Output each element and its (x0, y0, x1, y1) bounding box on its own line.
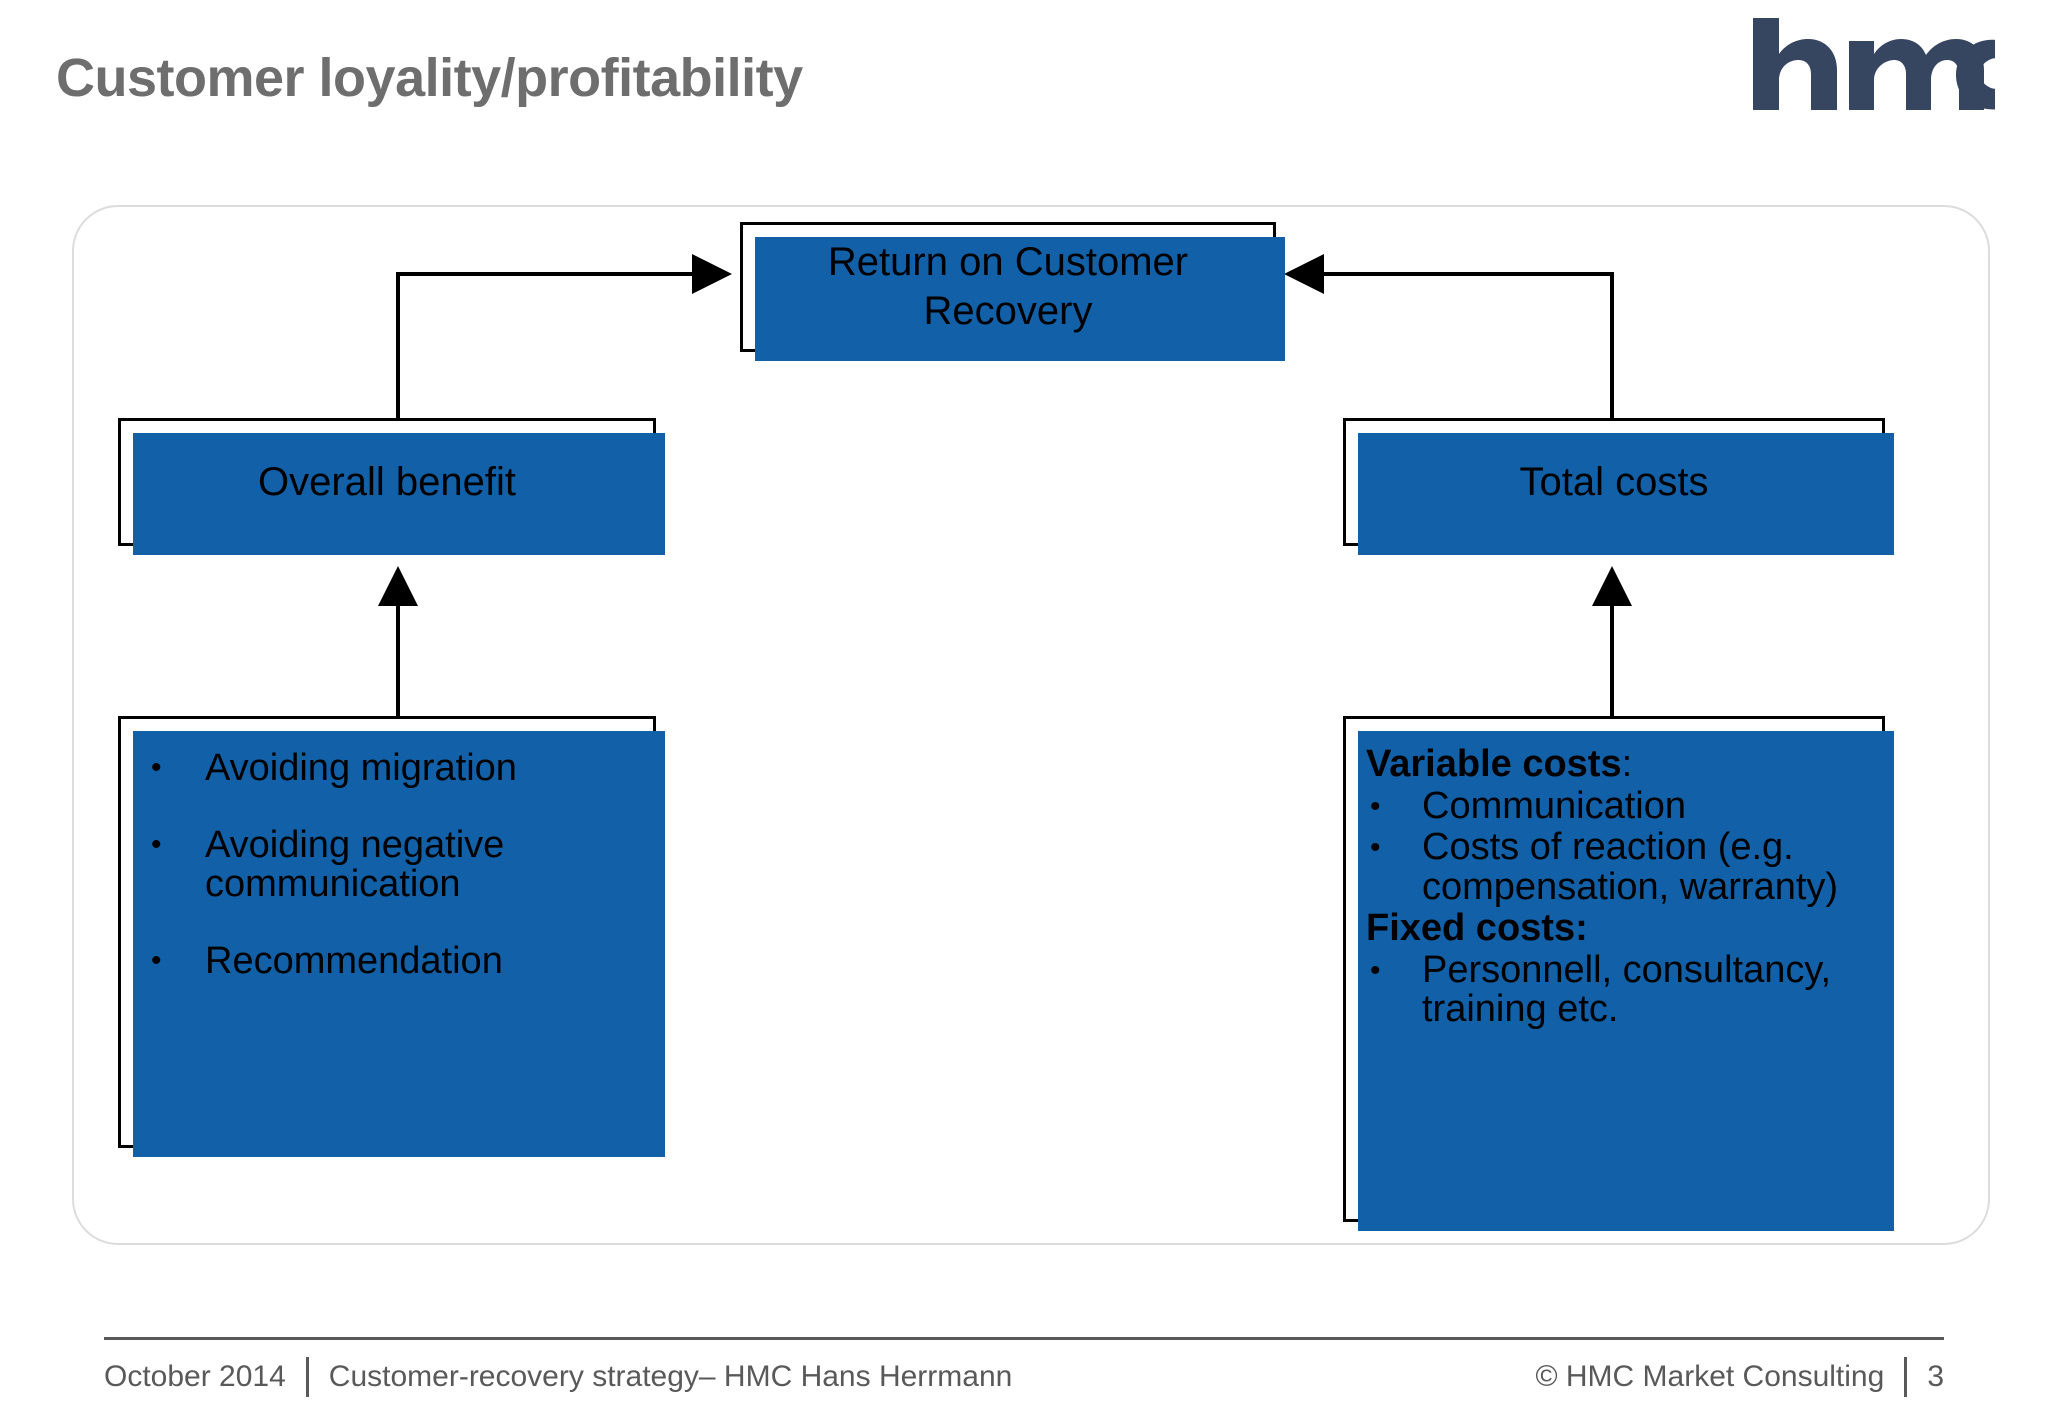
costs-group-heading-suffix: : (1621, 743, 1633, 785)
node-overall-benefit-label: Overall benefit (258, 459, 516, 504)
costs-group-heading-bold: Fixed costs: (1366, 907, 1588, 950)
footer-right: © HMC Market Consulting 3 (1535, 1357, 1944, 1397)
list-item: • Avoiding migration (143, 747, 631, 789)
bullet-icon: • (1370, 831, 1381, 865)
bullet-icon: • (151, 751, 162, 784)
list-item: • Personnell, consultancy, training etc. (1366, 948, 1864, 1031)
node-return-on-customer-recovery[interactable]: Return on Customer Recovery (740, 222, 1285, 361)
list-item-label: Avoiding migration (205, 747, 517, 789)
list-item-label: Recommendation (205, 940, 503, 983)
footer-date: October 2014 (104, 1360, 286, 1393)
node-costs-details[interactable]: Variable costs: • Communication • Costs … (1343, 716, 1894, 1231)
list-item-label: Avoiding negative communication (205, 824, 505, 906)
node-benefit-details[interactable]: • Avoiding migration • Avoiding negative… (118, 716, 665, 1157)
content-frame (72, 205, 1990, 1245)
footer-separator (305, 1357, 309, 1397)
hmc-logo (1745, 18, 1995, 110)
list-item: • Communication (1366, 784, 1864, 827)
node-return-label: Return on Customer Recovery (827, 240, 1189, 333)
footer-separator (1904, 1357, 1908, 1397)
node-total-costs-label: Total costs (1519, 459, 1709, 504)
list-item: • Costs of reaction (e.g. compensation, … (1366, 826, 1864, 908)
bullet-icon: • (1370, 953, 1381, 987)
costs-group-heading: Variable costs: (1366, 743, 1864, 785)
page-number: 3 (1927, 1360, 1944, 1393)
footer-subject: Customer-recovery strategy– HMC Hans Her… (328, 1360, 1013, 1393)
bullet-icon: • (151, 828, 162, 862)
bullet-icon: • (1370, 789, 1381, 823)
list-item: • Recommendation (143, 942, 631, 981)
bullet-icon: • (151, 944, 162, 978)
costs-group-heading-bold: Variable costs (1366, 743, 1622, 785)
list-item-label: Personnell, consultancy, training etc. (1422, 948, 1832, 1031)
node-overall-benefit[interactable]: Overall benefit (118, 418, 665, 555)
page-title: Customer loyality/profitability (56, 48, 803, 108)
costs-group-heading: Fixed costs: (1366, 907, 1864, 950)
list-item: • Avoiding negative communication (143, 824, 631, 906)
footer-divider (104, 1337, 1944, 1340)
footer: October 2014 Customer-recovery strategy–… (104, 1348, 1944, 1406)
costs-list: Variable costs: • Communication • Costs … (1346, 719, 1882, 1030)
node-total-costs[interactable]: Total costs (1343, 418, 1894, 555)
footer-left: October 2014 Customer-recovery strategy–… (104, 1357, 1012, 1397)
benefit-bullet-list: • Avoiding migration • Avoiding negative… (121, 719, 653, 982)
list-item-label: Costs of reaction (e.g. compensation, wa… (1422, 826, 1839, 908)
footer-copyright: © HMC Market Consulting (1535, 1360, 1885, 1393)
list-item-label: Communication (1422, 784, 1686, 827)
